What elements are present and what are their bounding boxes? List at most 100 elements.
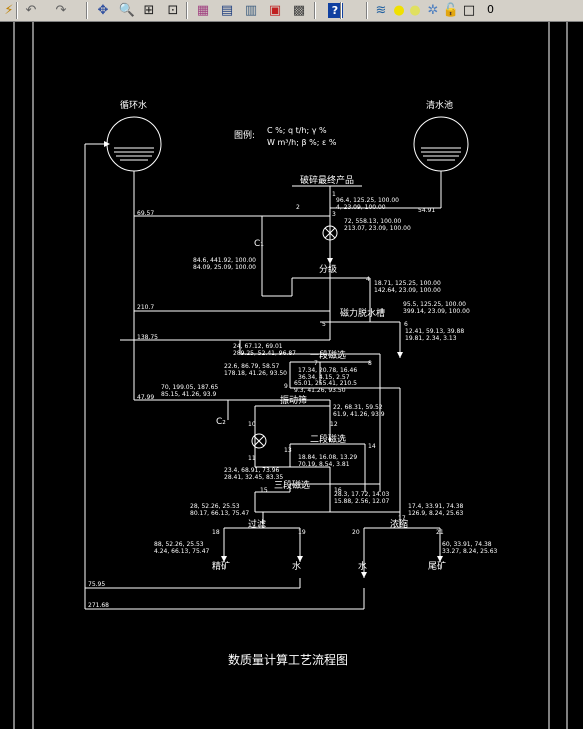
diagram-label: 5 [322,321,326,328]
diagram-label: 12.41, 59.13, 39.88 [405,328,464,335]
properties-icon[interactable]: ▦ [196,3,210,18]
diagram-label: 21 [436,529,444,536]
diagram-label: 84.09, 25.09, 100.00 [193,264,256,271]
diagram-label: 13 [284,447,292,454]
op-magnetic-dewatering: 磁力脱水槽 [340,307,385,319]
current-layer-name[interactable]: 0 [487,3,494,16]
out-tailings: 尾矿 [428,560,446,572]
op-vibrating-screen: 振动筛 [280,394,307,406]
sun-icon[interactable]: ● [409,3,421,18]
lightning-icon[interactable]: ⚡ [4,3,14,18]
diagram-label: 6 [404,321,408,328]
diagram-label: 19 [298,529,306,536]
undo-icon[interactable]: ↶ [25,3,37,18]
op-crushing: 破碎最终产品 [300,174,354,186]
zoom-window-icon[interactable]: ⊞ [143,3,155,18]
toolbar-separator [314,2,316,19]
diagram-label: 54.91 [418,207,435,214]
op-third-magnetic: 三段磁选 [274,479,310,491]
diagram-label: 15.88, 2.56, 12.07 [334,498,390,505]
diagram-label: 95.5, 125.25, 100.00 [403,301,466,308]
diagram-label: 126.9, 8.24, 25.63 [408,510,464,517]
diagram-label: 23.4, 68.91, 73.96 [224,467,280,474]
sheet-set-icon[interactable]: ▣ [268,3,282,18]
legend-top: C %; q t/h; γ % [267,126,327,135]
op-first-magnetic: 一段磁选 [310,349,346,361]
diagram-label: 7 [314,360,318,367]
diagram-label: 9.3, 41.26, 93.50 [294,387,346,394]
diagram-label: 18 [212,529,220,536]
diagram-label: 33.27, 8.24, 25.63 [442,548,498,555]
op-second-magnetic: 二段磁选 [310,433,346,445]
diagram-label: 65.01, 255.41, 210.5 [294,380,357,387]
lock-icon[interactable]: 🔓 [442,3,460,18]
diagram-label: 84.6, 441.92, 100.00 [193,257,256,264]
legend-prefix: 图例: [234,129,255,141]
diagram-label: 47.99 [137,394,154,401]
diagram-label: 213.07, 23.09, 100.00 [344,225,411,232]
zoom-previous-icon[interactable]: ⊡ [167,3,179,18]
diagram-label: 4 [366,276,370,283]
diagram-label: 4, 23.09, 100.00 [336,204,386,211]
color-swatch-icon[interactable]: □ [462,3,476,18]
diagram-label: 24, 67.12, 69.01 [233,343,283,350]
freeze-icon[interactable]: ✲ [427,3,439,18]
diagram-label: 75.95 [88,581,105,588]
diagram-label: 289.25, 52.41, 96.87 [233,350,296,357]
design-center-icon[interactable]: ▤ [220,3,234,18]
toolbar-separator [86,2,88,19]
diagram-label: 18.71, 125.25, 100.00 [374,280,441,287]
layers-icon[interactable]: ≋ [375,3,387,18]
out-concentrate: 精矿 [212,560,230,572]
cyclone-c2 [251,433,267,449]
diagram-label: 85.15, 41.26, 93.9 [161,391,217,398]
diagram-label: 3 [332,211,336,218]
diagram-label: 70.19, 8.54, 3.81 [298,461,350,468]
help-icon[interactable]: ? [326,2,344,19]
diagram-label: 138.75 [137,334,158,341]
diagram-label: 22.6, 86.79, 58.57 [224,363,280,370]
diagram-label: 12 [330,421,338,428]
drawing-frame [13,22,568,729]
diagram-label: 9 [284,383,288,390]
op-thickening: 浓缩 [390,518,408,530]
diagram-label: 2 [296,204,300,211]
drawing-canvas[interactable]: 循环水 清水池 图例: C %; q t/h; γ % W m³/h; β %;… [0,22,583,729]
diagram-label: 19.81, 2.34, 3.13 [405,335,457,342]
diagram-label: 17 [398,515,406,522]
diagram-label: 4.24, 66.13, 75.47 [154,548,210,555]
diagram-label: 72, 558.13, 100.00 [344,218,401,225]
diagram-label: 210.7 [137,304,154,311]
toolbar-separator [340,2,342,19]
diagram-label: 8 [368,360,372,367]
tool-palette-icon[interactable]: ▥ [244,3,258,18]
flow-arrows [104,141,443,578]
diagram-label: 10 [248,421,256,428]
light-bulb-icon[interactable]: ● [393,3,405,18]
diagram-label: 36.34, 4.15, 2.57 [298,374,350,381]
diagram-label: 28, 52.26, 25.53 [190,503,240,510]
flow-lines [84,143,442,610]
node-numbers: 1 2 3 4 5 6 7 8 9 10 11 12 13 14 15 16 1… [212,191,444,536]
diagram-label: 96.4, 125.25, 100.00 [336,197,399,204]
diagram-label: 16 [334,487,342,494]
diagram-label: 1 [332,191,336,198]
equip-c1: C₁ [254,239,264,249]
zoom-in-icon[interactable]: 🔍 [118,3,136,18]
pan-icon[interactable]: ✥ [97,3,109,18]
diagram-label: 178.18, 41.26, 93.50 [224,370,287,377]
cyclone-c1 [322,225,338,241]
diagram-title: 数质量计算工艺流程图 [228,652,348,667]
redo-icon[interactable]: ↷ [55,3,67,18]
diagram-label: 69.57 [137,210,154,217]
op-filtration: 过滤 [248,518,266,530]
calculator-icon[interactable]: ▩ [292,3,306,18]
equip-c2: C₂ [216,417,226,427]
out-water-right: 水 [358,560,367,572]
diagram-label: 88, 52.26, 25.53 [154,541,204,548]
diagram-text: 循环水 清水池 图例: C %; q t/h; γ % W m³/h; β %;… [120,99,453,667]
diagram-label: 20 [352,529,360,536]
toolbar-separator [16,2,18,19]
diagram-label: 271.68 [88,602,109,609]
cad-toolbar: ⚡ ↶ ↷ ✥ 🔍 ⊞ ⊡ ▦ ▤ ▥ ▣ ▩? ≋ ● ● ✲🔓□ 0 [0,0,583,22]
